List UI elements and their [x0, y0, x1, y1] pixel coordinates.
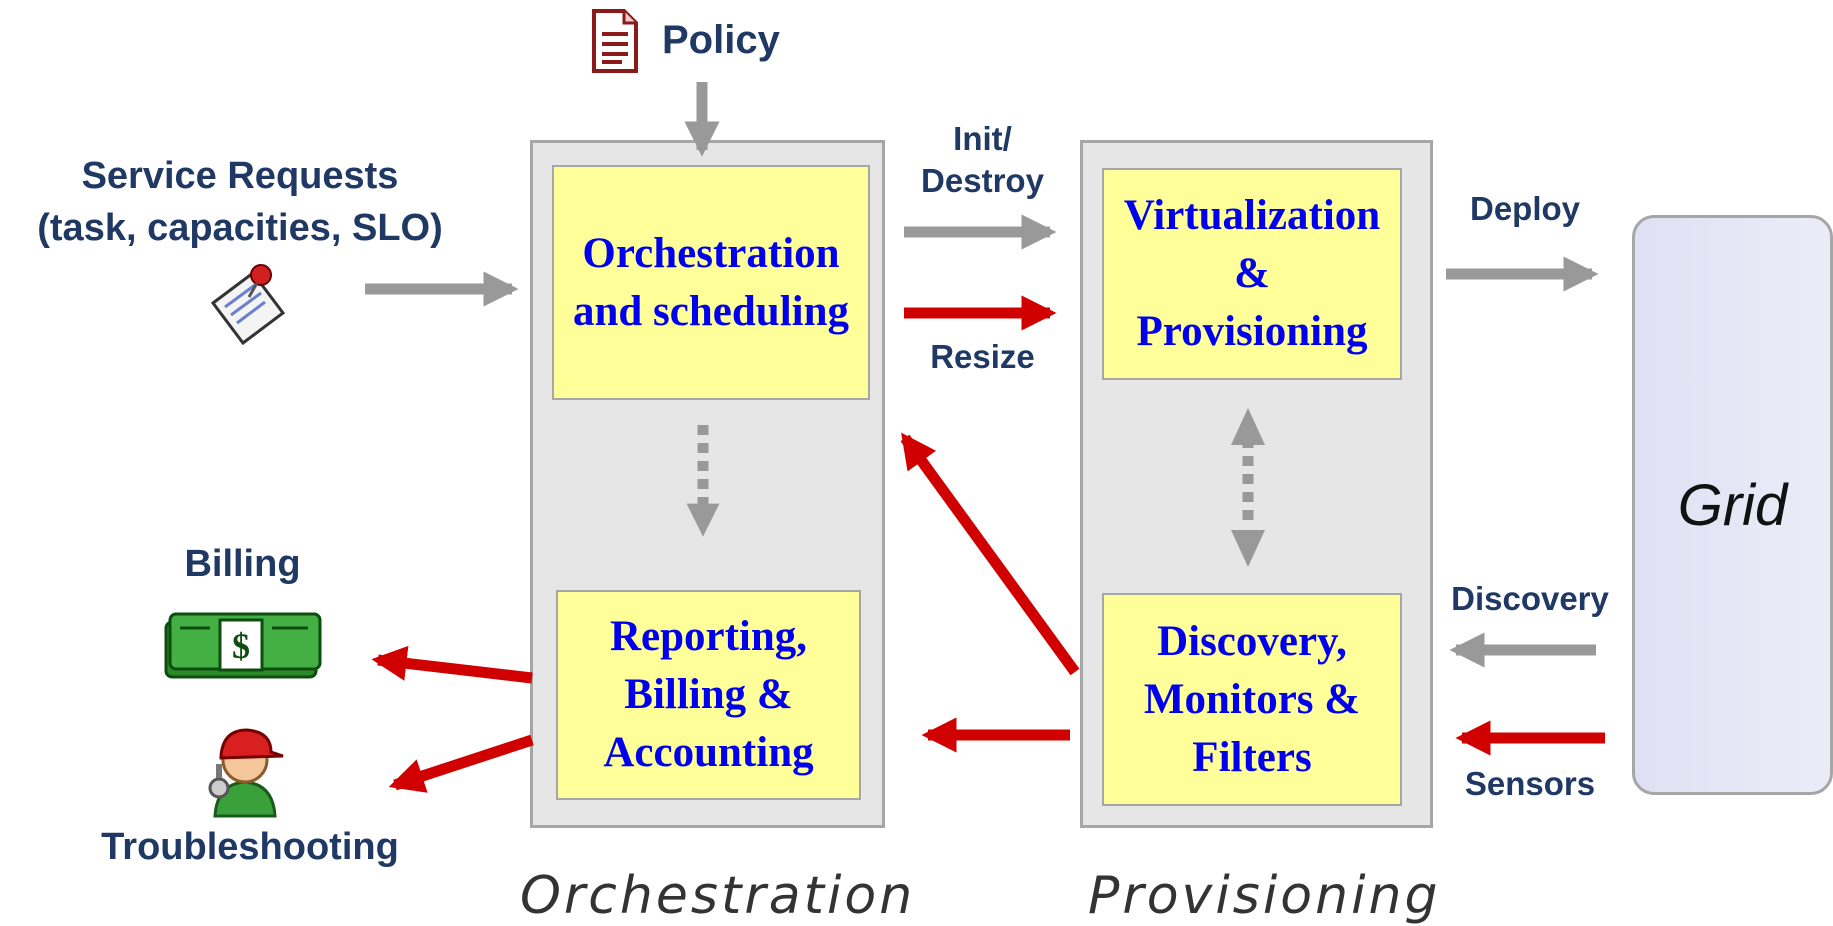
- orchestration-box-line2: and scheduling: [572, 287, 850, 335]
- policy-document-icon: [590, 8, 640, 74]
- orchestration-box-line1: Orchestration: [582, 229, 840, 277]
- virtualization-box-line1: Virtualization: [1123, 192, 1381, 239]
- money-stack-icon: $: [160, 600, 325, 690]
- reporting-to-troubleshooting-arrow: [388, 734, 534, 793]
- discovery-edge-label: Discovery: [1451, 580, 1609, 617]
- policy-label: Policy: [662, 18, 780, 62]
- reporting-billing-box: Reporting, Billing & Accounting: [556, 590, 861, 800]
- orchestration-scheduling-box: Orchestration and scheduling: [552, 165, 870, 400]
- discovery-box-line1: Discovery,: [1157, 617, 1347, 665]
- resize-label: Resize: [930, 338, 1035, 375]
- orchestration-caption: Orchestration: [520, 866, 916, 926]
- virtualization-box-line3: Provisioning: [1136, 308, 1368, 355]
- provisioning-arrow-head-up: [1231, 408, 1265, 445]
- repair-worker-icon: [195, 718, 295, 818]
- virtualization-provisioning-box: Virtualization & Provisioning: [1102, 168, 1402, 380]
- virtualization-box-line2: &: [1234, 250, 1270, 297]
- reporting-box-line2: Billing &: [624, 671, 793, 718]
- service-requests-subtitle: (task, capacities, SLO): [37, 207, 443, 249]
- billing-label: Billing: [184, 543, 301, 585]
- reporting-to-billing-arrow: [371, 645, 533, 684]
- reporting-box-line3: Accounting: [603, 729, 814, 776]
- reporting-box-line1: Reporting,: [609, 613, 808, 660]
- discovery-to-orchestration-arrow: [900, 432, 1080, 676]
- troubleshooting-label: Troubleshooting: [101, 826, 399, 868]
- sensors-label: Sensors: [1464, 765, 1596, 802]
- svg-text:$: $: [232, 626, 250, 666]
- discovery-box-line3: Filters: [1192, 733, 1312, 781]
- service-request-note-icon: [195, 255, 295, 350]
- init-destroy-label-line1: Init/: [953, 120, 1012, 157]
- init-destroy-label-line2: Destroy: [921, 162, 1044, 199]
- grid-label: Grid: [1677, 472, 1788, 538]
- provisioning-arrow-head-down: [1231, 530, 1265, 567]
- provisioning-caption: Provisioning: [1088, 866, 1441, 926]
- grid-box: Grid: [1632, 215, 1833, 795]
- deploy-label: Deploy: [1469, 190, 1581, 227]
- discovery-monitors-box: Discovery, Monitors & Filters: [1102, 593, 1402, 806]
- discovery-box-line2: Monitors &: [1143, 675, 1361, 723]
- service-requests-title: Service Requests: [81, 155, 399, 197]
